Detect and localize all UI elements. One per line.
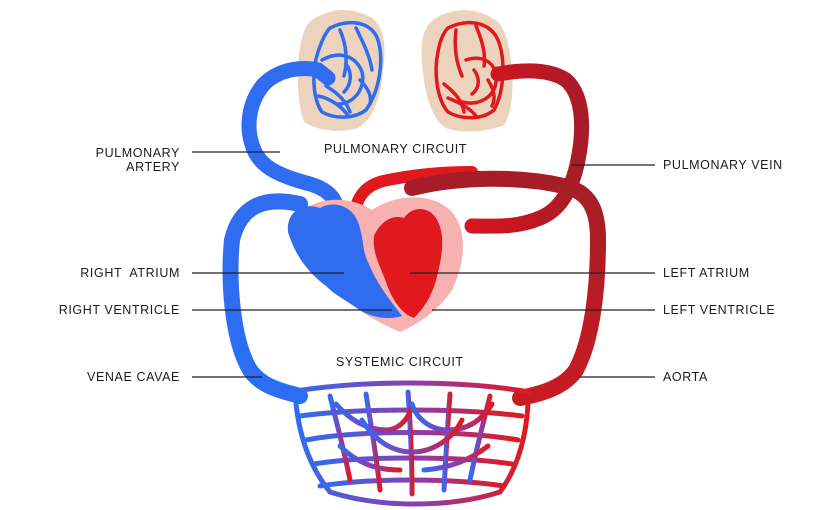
label-left-ventricle: LEFT VENTRICLE: [663, 303, 775, 317]
label-pulmonary-artery: PULMONARY ARTERY: [40, 146, 180, 174]
label-aorta: AORTA: [663, 370, 708, 384]
label-pulmonary-artery-line2: ARTERY: [40, 160, 180, 174]
label-pulmonary-vein: PULMONARY VEIN: [663, 158, 783, 172]
label-venae-cavae: VENAE CAVAE: [20, 370, 180, 384]
label-left-atrium: LEFT ATRIUM: [663, 266, 750, 280]
label-pulmonary-artery-line1: PULMONARY: [40, 146, 180, 160]
label-systemic-circuit: SYSTEMIC CIRCUIT: [336, 355, 464, 369]
label-pulmonary-circuit: PULMONARY CIRCUIT: [324, 142, 467, 156]
label-right-ventricle: RIGHT VENTRICLE: [0, 303, 180, 317]
heart: [288, 197, 463, 332]
capillary-bed: [290, 383, 530, 504]
label-right-atrium: RIGHT ATRIUM: [20, 266, 180, 280]
